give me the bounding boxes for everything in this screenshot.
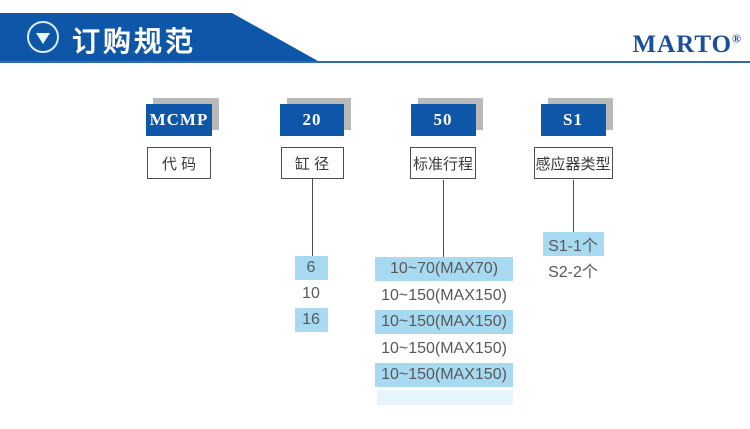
label-box: 缸 径: [280, 147, 344, 179]
code-box: S1: [540, 104, 606, 136]
option-plain: 10~150(MAX150): [381, 340, 507, 357]
registered-mark: ®: [732, 31, 742, 46]
label-box: 代 码: [147, 147, 211, 179]
connector-line: [443, 180, 444, 258]
option-highlighted: 10~150(MAX150): [375, 310, 513, 334]
brand-name: MARTO: [632, 31, 733, 58]
label-box: 标准行程: [410, 147, 476, 179]
connector-line: [573, 180, 574, 232]
down-triangle-icon: [27, 21, 59, 53]
option-highlighted: 10~150(MAX150): [375, 363, 513, 387]
option-plain: 10: [302, 285, 320, 302]
option-plain: S2-2个: [548, 264, 598, 281]
brand-logo: MARTO®: [633, 31, 742, 59]
code-box: 50: [410, 104, 476, 136]
faded-option-box: [377, 390, 513, 405]
option-highlighted: 10~70(MAX70): [375, 257, 513, 281]
code-box: 20: [280, 104, 344, 136]
section-title: 订购规范: [72, 26, 197, 57]
header-underline: [0, 61, 750, 63]
label-box: 感应器类型: [533, 147, 613, 179]
code-box: MCMP: [146, 104, 212, 136]
option-highlighted: 16: [294, 308, 328, 332]
option-plain: 10~150(MAX150): [381, 287, 507, 304]
connector-line: [312, 179, 313, 256]
option-highlighted: 6: [294, 256, 328, 280]
option-highlighted: S1-1个: [542, 232, 604, 256]
